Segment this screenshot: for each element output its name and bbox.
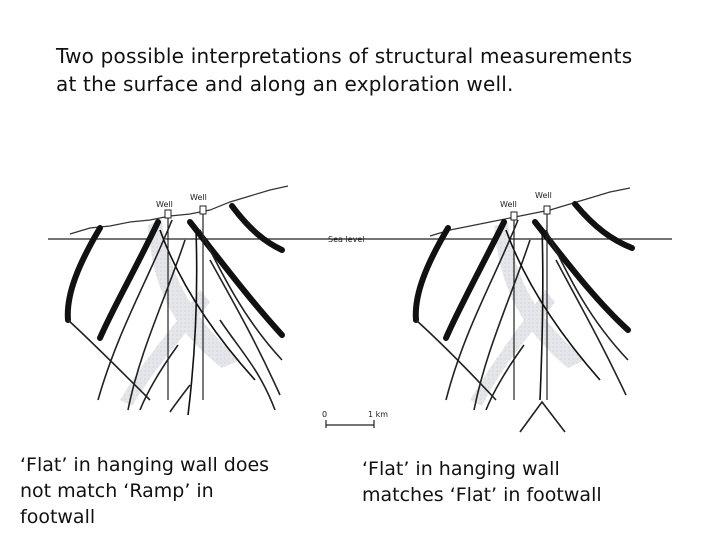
- cross-section-figure: Sea level: [0, 170, 720, 440]
- left-fault-2: [187, 229, 198, 416]
- left-shaded-band-lower: [120, 290, 210, 406]
- right-section: Well Well: [412, 187, 635, 433]
- left-shaded-band: [148, 220, 240, 368]
- right-layer-3: [485, 344, 525, 411]
- right-shaded-band: [494, 222, 585, 368]
- scale-bar: 0 1 km: [322, 410, 388, 428]
- left-fold-inner: [97, 219, 161, 341]
- right-layer-1: [445, 219, 519, 401]
- cross-section-svg: Sea level: [48, 185, 672, 433]
- left-fold-hw-2: [229, 203, 285, 253]
- left-fault-1: [159, 229, 256, 381]
- left-well-2-derrick: [199, 205, 207, 215]
- left-caption-line-3: footwall: [20, 506, 96, 528]
- scale-one-label: 1 km: [368, 410, 388, 419]
- right-caption-line-1: ‘Flat’ in hanging wall: [362, 458, 560, 480]
- left-layer-hw-3: [219, 319, 276, 411]
- right-topography: [429, 187, 631, 237]
- right-fold-outer: [412, 225, 451, 323]
- left-caption-line-1: ‘Flat’ in hanging wall does: [20, 454, 270, 476]
- left-layer-2: [127, 239, 186, 411]
- left-layer-4: [169, 384, 191, 413]
- right-flat-footwall: [519, 400, 566, 433]
- left-well-1-derrick: [164, 209, 172, 219]
- left-layer-3: [139, 344, 179, 411]
- left-well-1-label: Well: [156, 200, 173, 209]
- left-layer-hw-1: [199, 229, 283, 361]
- right-well-1-derrick: [510, 211, 518, 221]
- right-fold-hw-2: [572, 201, 635, 251]
- left-well-2-label: Well: [190, 193, 207, 202]
- left-section: Well Well: [64, 185, 289, 416]
- right-well-1-label: Well: [500, 200, 517, 209]
- scale-zero-label: 0: [322, 410, 327, 419]
- right-well-2-derrick: [543, 205, 551, 215]
- slide-title: Two possible interpretations of structur…: [56, 42, 706, 98]
- right-layer-hw-1: [545, 229, 629, 361]
- right-caption-line-2: matches ‘Flat’ in footwall: [362, 484, 602, 506]
- left-caption: ‘Flat’ in hanging wall does not match ‘R…: [20, 452, 320, 530]
- right-layer-fw-1: [415, 319, 497, 401]
- right-fault-2: [539, 227, 544, 401]
- right-fold-inner: [443, 219, 507, 341]
- left-layer-1: [97, 219, 173, 401]
- right-layer-hw-2: [555, 259, 627, 396]
- left-topography: [69, 185, 289, 235]
- left-fold-hw-1: [187, 219, 285, 338]
- right-well-2-label: Well: [535, 191, 552, 200]
- title-line-1: Two possible interpretations of structur…: [56, 44, 633, 68]
- left-layer-fw-1: [67, 319, 151, 401]
- right-layer-2: [473, 239, 531, 411]
- right-shaded-band-lower: [470, 290, 555, 406]
- right-fold-hw-1: [532, 219, 631, 333]
- left-caption-line-2: not match ‘Ramp’ in: [20, 480, 214, 502]
- left-fold-outer: [64, 225, 103, 323]
- sea-level-label: Sea level: [328, 235, 364, 244]
- title-line-2: at the surface and along an exploration …: [56, 72, 514, 96]
- right-caption: ‘Flat’ in hanging wall matches ‘Flat’ in…: [362, 456, 682, 508]
- left-layer-hw-2: [209, 259, 281, 396]
